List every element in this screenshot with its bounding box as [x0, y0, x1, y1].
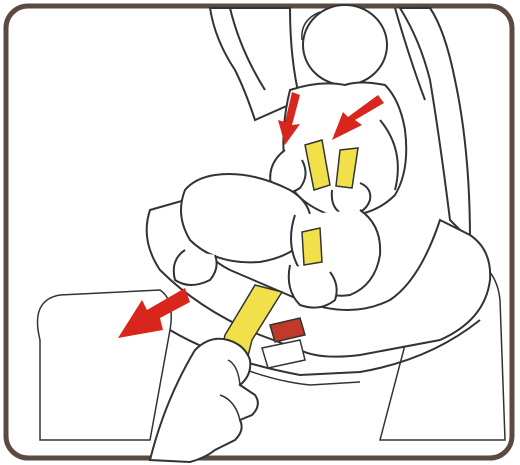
crotch-strap [302, 228, 322, 265]
child-head [303, 5, 387, 85]
child-left-foot [174, 250, 217, 285]
